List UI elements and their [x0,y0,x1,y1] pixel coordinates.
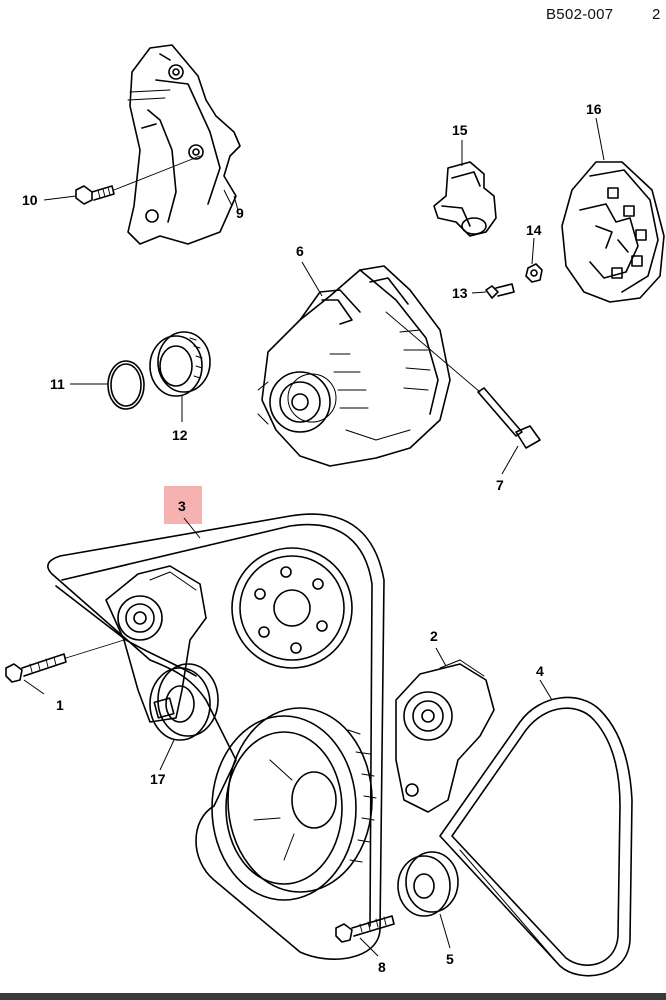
rear-cover-part-16 [561,161,665,303]
bolt-part-10 [75,155,201,205]
connector-part-15 [433,161,497,237]
callout-15: 15 [452,122,468,138]
bolt-part-8 [335,915,395,943]
mounting-bracket-part-9 [127,44,241,245]
bottom-bar [0,993,666,1000]
callout-10: 10 [22,192,38,208]
callout-1: 1 [56,697,64,713]
callout-3-highlight [164,486,202,524]
callout-8: 8 [378,959,386,975]
idler-pulley-part-5 [397,851,459,917]
callout-2: 2 [430,628,438,644]
callout-13: 13 [452,285,468,301]
callout-6: 6 [296,243,304,259]
callout-11: 11 [50,376,65,392]
callout-12: 12 [172,427,188,443]
callout-14: 14 [526,222,542,238]
callout-9: 9 [236,205,244,221]
pulley-part-12 [149,331,211,397]
tensioner-part-2 [395,659,495,813]
idler-pulley-part-17 [149,663,219,741]
leader-lines [23,117,605,957]
bolt-part-13 [485,283,515,299]
upper-pulley [231,547,353,669]
lower-pulley [211,707,377,901]
nut-part-14 [525,263,543,283]
callout-3: 3 [178,498,186,514]
callout-16: 16 [586,101,602,117]
diagram-id-cut: 2 [652,6,661,23]
callout-5: 5 [446,951,454,967]
tensioner-left [105,565,207,723]
callout-7: 7 [496,477,504,493]
drive-belt-part-4 [439,696,633,977]
bolt-part-7 [385,311,541,449]
bolt-part-1 [5,639,125,683]
drive-belt-part-3 [47,513,385,960]
callout-17: 17 [150,771,166,787]
o-ring-part-11 [107,360,145,410]
alternator-part-6 [257,265,451,467]
diagram-id: B502-007 [546,6,614,23]
callout-4: 4 [536,663,544,679]
